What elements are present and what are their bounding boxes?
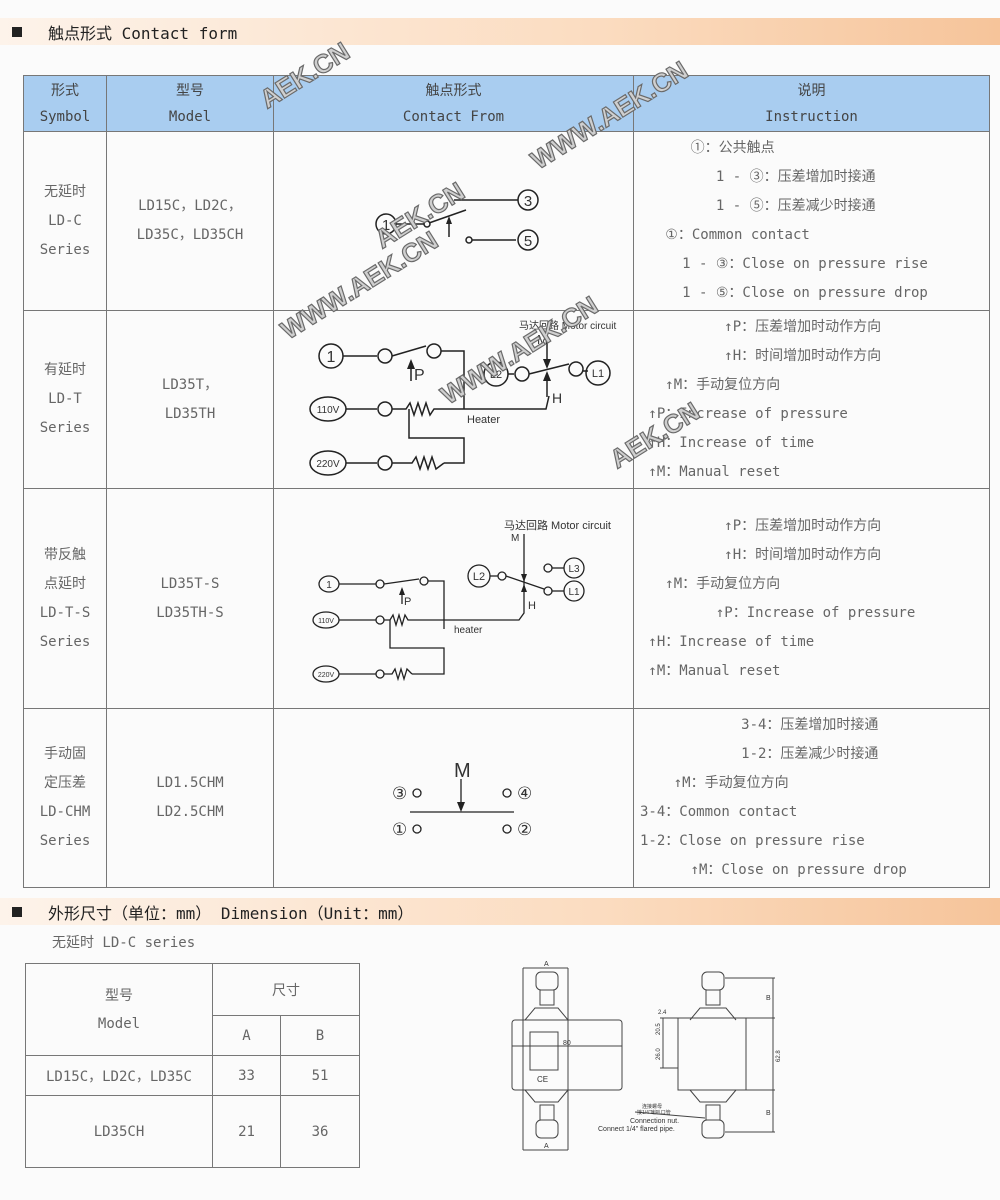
svg-text:马达回路 Motor circuit: 马达回路 Motor circuit <box>504 519 611 532</box>
svg-text:3: 3 <box>524 193 532 210</box>
contact-diagram-ld-chm: M ③ ④ ① ② <box>273 708 634 888</box>
a-cell: 21 <box>212 1095 281 1168</box>
svg-text:马达回路 Motor circuit: 马达回路 Motor circuit <box>519 319 616 332</box>
svg-text:L1: L1 <box>592 368 604 380</box>
section-header-dimension: 外形尺寸（单位：mm） Dimension（Unit：mm） <box>0 898 1000 925</box>
header-size: 尺寸 <box>212 963 360 1016</box>
svg-text:②: ② <box>517 820 532 839</box>
svg-text:连接螺母: 连接螺母 <box>642 1103 662 1110</box>
svg-text:接1/4"喇叭口管: 接1/4"喇叭口管 <box>637 1109 671 1116</box>
table-row: LD15C，LD2C，LD35C 33 51 <box>25 1055 360 1096</box>
svg-text:H: H <box>528 600 536 612</box>
svg-text:1: 1 <box>327 349 336 366</box>
contact-diagram-ld-t: 1 P 110V 220V Heater 马达回路 Motor circuit … <box>273 310 634 489</box>
svg-text:5: 5 <box>524 233 532 250</box>
svg-text:①: ① <box>392 820 407 839</box>
svg-text:M: M <box>537 332 548 347</box>
model-cell: LD15C，LD2C，LD35C，LD35CH <box>106 131 274 311</box>
dimension-drawing: 80 CE A A B B 2.4 20.5 26.0 62.8 连接螺母 接1… <box>511 961 782 1151</box>
bullet-square-icon <box>12 906 22 917</box>
svg-text:M: M <box>511 533 519 544</box>
svg-text:62.8: 62.8 <box>776 1050 782 1062</box>
model-cell: LD35CH <box>25 1095 213 1168</box>
svg-text:110V: 110V <box>318 618 334 625</box>
svg-text:H: H <box>552 390 562 406</box>
svg-text:P: P <box>404 596 411 608</box>
svg-text:26.0: 26.0 <box>656 1048 662 1060</box>
contact-diagram-ld-t-s: 1 P 110V 220V heater 马达回路 Motor circuit … <box>273 488 634 709</box>
svg-text:④: ④ <box>517 784 532 803</box>
svg-text:heater: heater <box>454 625 483 636</box>
bullet-square-icon <box>12 26 22 37</box>
svg-text:B: B <box>766 1110 771 1117</box>
table-row: LD35CH 21 36 <box>25 1095 360 1168</box>
svg-text:1: 1 <box>382 217 390 234</box>
section-title: 外形尺寸（单位：mm） Dimension（Unit：mm） <box>48 903 414 923</box>
svg-text:1: 1 <box>326 580 332 591</box>
b-cell: 51 <box>280 1055 360 1096</box>
svg-text:Heater: Heater <box>467 414 500 426</box>
svg-text:L2: L2 <box>490 369 502 381</box>
svg-text:110V: 110V <box>317 405 340 416</box>
svg-text:Connection nut.: Connection nut. <box>630 1118 679 1125</box>
svg-text:B: B <box>766 995 771 1002</box>
header-a: A <box>212 1015 281 1056</box>
svg-text:20.5: 20.5 <box>656 1023 662 1035</box>
svg-text:Connect 1/4" flared pipe.: Connect 1/4" flared pipe. <box>598 1126 675 1133</box>
model-cell: LD35T，LD35TH <box>106 310 274 489</box>
section-title: 触点形式 Contact form <box>48 23 238 43</box>
svg-text:M: M <box>454 760 471 782</box>
header-b: B <box>280 1015 360 1056</box>
svg-text:A: A <box>544 961 549 968</box>
b-cell: 36 <box>280 1095 360 1168</box>
contact-diagram-ld-c: 1 3 5 <box>273 131 634 311</box>
svg-text:220V: 220V <box>318 672 335 679</box>
svg-text:L2: L2 <box>473 571 485 583</box>
model-cell: LD15C，LD2C，LD35C <box>25 1055 213 1096</box>
svg-text:80: 80 <box>563 1040 571 1047</box>
svg-text:L1: L1 <box>568 587 580 598</box>
instruction-cell: ↑P：压差增加时动作方向 ↑H：时间增加时动作方向 ↑M：手动复位方向 ↑P：I… <box>633 488 990 709</box>
svg-text:CE: CE <box>537 1075 548 1084</box>
svg-text:L3: L3 <box>568 564 580 575</box>
dim-subheader-row: A B <box>26 1015 360 1056</box>
instruction-cell: ↑P：压差增加时动作方向 ↑H：时间增加时动作方向 ↑M：手动复位方向 ↑P：I… <box>633 310 990 489</box>
svg-text:P: P <box>414 367 425 384</box>
svg-text:③: ③ <box>392 784 407 803</box>
section-header-contact-form: 触点形式 Contact form <box>0 18 1000 45</box>
svg-text:A: A <box>544 1143 549 1150</box>
series-subtitle: 无延时 LD-C series <box>52 935 196 951</box>
instruction-cell: ①：公共触点 1 - ③：压差增加时接通 1 - ⑤：压差减少时接通 ①：Com… <box>633 131 990 311</box>
a-cell: 33 <box>212 1055 281 1096</box>
svg-text:220V: 220V <box>316 459 340 470</box>
svg-text:2.4: 2.4 <box>658 1010 667 1016</box>
